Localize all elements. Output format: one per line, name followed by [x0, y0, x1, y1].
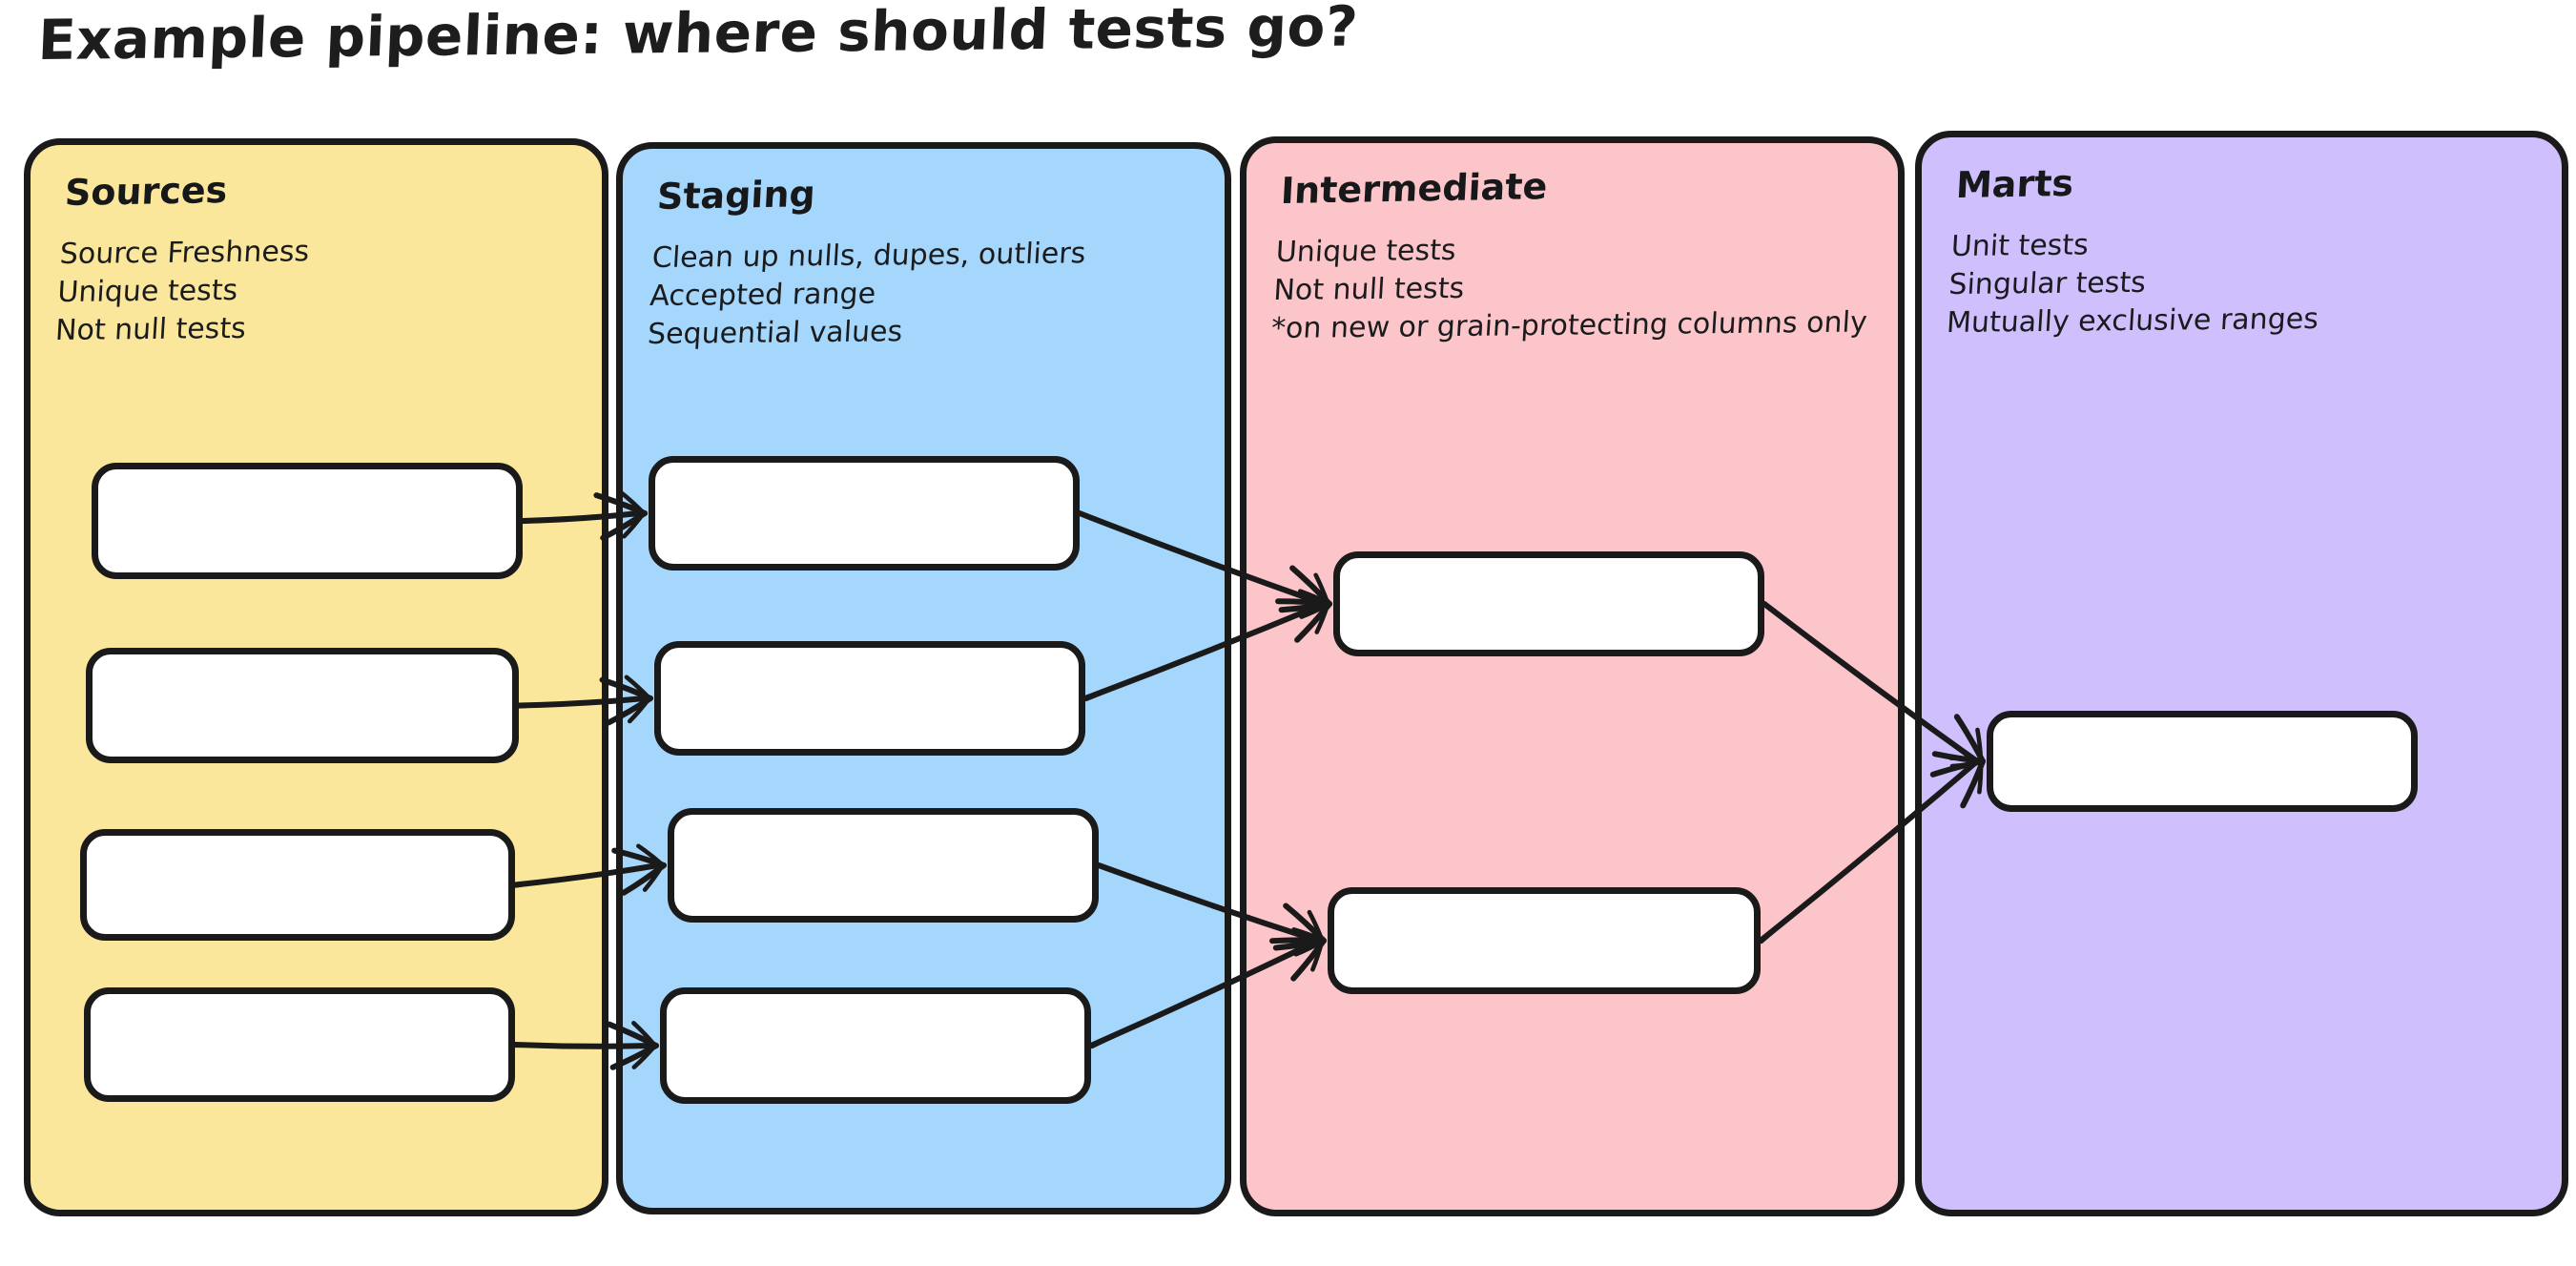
lane-title-staging: Staging	[655, 173, 816, 218]
node-src-4[interactable]	[84, 987, 515, 1102]
lane-title-intermediate: Intermediate	[1279, 165, 1549, 212]
node-mrt-1[interactable]	[1987, 711, 2418, 812]
node-src-1[interactable]	[92, 463, 523, 579]
node-stg-3[interactable]	[668, 808, 1099, 923]
lane-marts[interactable]: Marts Unit tests Singular tests Mutually…	[1915, 131, 2568, 1216]
lane-notes-sources: Source Freshness Unique tests Not null t…	[54, 235, 311, 347]
lane-title-sources: Sources	[63, 169, 229, 214]
lane-notes-intermediate: Unique tests Not null tests *on new or g…	[1270, 234, 1868, 345]
node-src-2[interactable]	[86, 648, 519, 763]
node-int-2[interactable]	[1328, 887, 1761, 994]
node-stg-1[interactable]	[649, 456, 1080, 571]
lane-intermediate[interactable]: Intermediate Unique tests Not null tests…	[1240, 136, 1905, 1216]
node-src-3[interactable]	[80, 829, 515, 941]
node-int-1[interactable]	[1333, 551, 1764, 656]
node-stg-2[interactable]	[654, 641, 1085, 756]
lane-notes-staging: Clean up nulls, dupes, outliers Accepted…	[647, 237, 1087, 351]
page-title: Example pipeline: where should tests go?	[36, 0, 1360, 73]
node-stg-4[interactable]	[660, 987, 1091, 1104]
lane-title-marts: Marts	[1954, 161, 2075, 206]
lane-notes-marts: Unit tests Singular tests Mutually exclu…	[1946, 228, 2319, 340]
